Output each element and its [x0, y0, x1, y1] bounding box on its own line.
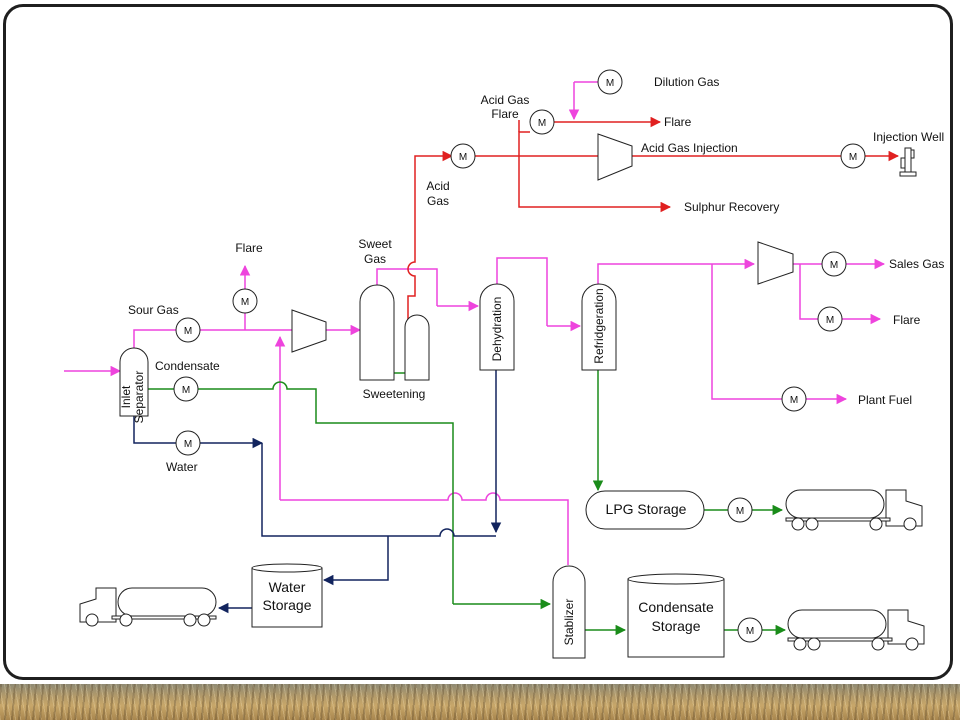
meter-flare-left: M — [232, 288, 258, 314]
meter-acid-gas-flare: M — [529, 109, 555, 135]
water-storage-label-1: Water — [269, 579, 306, 595]
acid-gas-line — [407, 155, 440, 372]
stabilizer-unit: Stablizer — [552, 565, 586, 659]
sour-gas-line — [133, 329, 176, 348]
plant-fuel-line — [711, 264, 782, 400]
sulphur-recovery-label: Sulphur Recovery — [684, 200, 779, 214]
refrigeration-label: Refridgeration — [592, 288, 606, 363]
sales-gas-compressor — [757, 241, 794, 285]
meter-lpg: M — [727, 497, 753, 523]
dehydration-label: Dehydration — [490, 297, 504, 362]
stabilizer-label: Stablizer — [562, 599, 576, 646]
meter-plant-fuel: M — [781, 386, 807, 412]
meter-label: M — [830, 260, 838, 271]
acid-gas-flare-label-1: Acid Gas — [481, 93, 530, 107]
condensate-header — [198, 381, 454, 604]
stabilizer-recycle-line — [280, 492, 569, 565]
meter-label: M — [241, 297, 249, 308]
meter-injection-well: M — [840, 143, 866, 169]
meter-label: M — [736, 506, 744, 517]
condensate-storage-label-1: Condensate — [638, 599, 714, 615]
meter-flare-right: M — [817, 306, 843, 332]
lpg-storage-tank: LPG Storage — [585, 490, 705, 530]
meter-label: M — [184, 326, 192, 337]
amine-contactor — [359, 284, 395, 381]
meter-sour-gas: M — [175, 317, 201, 343]
refrig-out-line — [597, 263, 712, 286]
to-water-storage-line — [322, 536, 389, 586]
meter-label: M — [184, 439, 192, 450]
inlet-separator-label-1: Inlet — [119, 385, 133, 408]
injection-well — [899, 147, 917, 177]
dehy-out-line — [496, 257, 548, 326]
condensate-label: Condensate — [155, 359, 220, 373]
acid-gas-injection-compressor — [597, 133, 633, 181]
sweet-gas-label-2: Gas — [364, 252, 386, 266]
water-return-line — [261, 443, 496, 537]
footer-field-image — [0, 684, 960, 720]
sweet-gas-label-1: Sweet — [358, 237, 392, 251]
meter-dilution-gas: M — [597, 69, 623, 95]
water-line — [133, 416, 176, 444]
dilution-gas-lines — [568, 81, 598, 121]
sweet-gas-line — [376, 268, 438, 306]
flare-right-label: Flare — [893, 313, 921, 327]
sweetening-label: Sweetening — [363, 387, 426, 401]
lpg-storage-label: LPG Storage — [606, 501, 687, 517]
flare-top-label: Flare — [664, 115, 692, 129]
plant-fuel-label: Plant Fuel — [858, 393, 912, 407]
liquid-lines — [148, 370, 787, 636]
water-label: Water — [166, 460, 198, 474]
meter-label: M — [849, 152, 857, 163]
dilution-gas-label: Dilution Gas — [654, 75, 719, 89]
sweetening-unit — [359, 284, 430, 381]
flare-left-label: Flare — [235, 241, 263, 255]
meter-label: M — [826, 315, 834, 326]
condensate-storage-tank: Condensate Storage — [627, 573, 725, 658]
dehydration-unit: Dehydration — [479, 283, 515, 371]
meter-label: M — [606, 78, 614, 89]
acid-gas-flare-label-2: Flare — [491, 107, 519, 121]
meter-label: M — [746, 626, 754, 637]
acid-gas-flare-branch — [518, 131, 530, 156]
inlet-separator: Inlet Separator — [119, 347, 149, 424]
meter-label: M — [790, 395, 798, 406]
meter-acid-gas: M — [450, 143, 476, 169]
sulphur-recovery-line — [518, 156, 672, 213]
condensate-storage-label-2: Storage — [651, 618, 700, 634]
amine-regenerator — [404, 314, 430, 381]
sales-gas-label: Sales Gas — [889, 257, 944, 271]
slide-frame — [3, 4, 953, 680]
refrigeration-unit: Refridgeration — [581, 283, 617, 371]
flare-right-branch — [799, 264, 818, 320]
inlet-separator-label-2: Separator — [132, 371, 146, 424]
acid-gas-injection-label: Acid Gas Injection — [641, 141, 738, 155]
injection-well-label: Injection Well — [873, 130, 944, 144]
condensate-truck-icon — [787, 609, 925, 651]
meter-condensate-storage: M — [737, 617, 763, 643]
water-truck-icon — [79, 587, 217, 627]
acid-gas-label-1: Acid — [426, 179, 449, 193]
meter-label: M — [459, 152, 467, 163]
meter-condensate: M — [173, 376, 199, 402]
sour-gas-label: Sour Gas — [128, 303, 179, 317]
acid-gas-lines — [407, 116, 900, 372]
water-storage-tank: Water Storage — [251, 563, 323, 628]
lpg-truck-icon — [785, 489, 923, 531]
gas-processing-diagram: Inlet Separator Dehydration Refridgerati… — [64, 69, 944, 659]
meter-label: M — [182, 385, 190, 396]
meter-sales-gas: M — [821, 251, 847, 277]
water-storage-label-2: Storage — [262, 597, 311, 613]
water-lines — [133, 370, 502, 614]
acid-gas-label-2: Gas — [427, 194, 449, 208]
meter-label: M — [538, 118, 546, 129]
meter-water: M — [175, 430, 201, 456]
sour-gas-lines — [64, 257, 886, 565]
inlet-compressor — [291, 309, 327, 353]
